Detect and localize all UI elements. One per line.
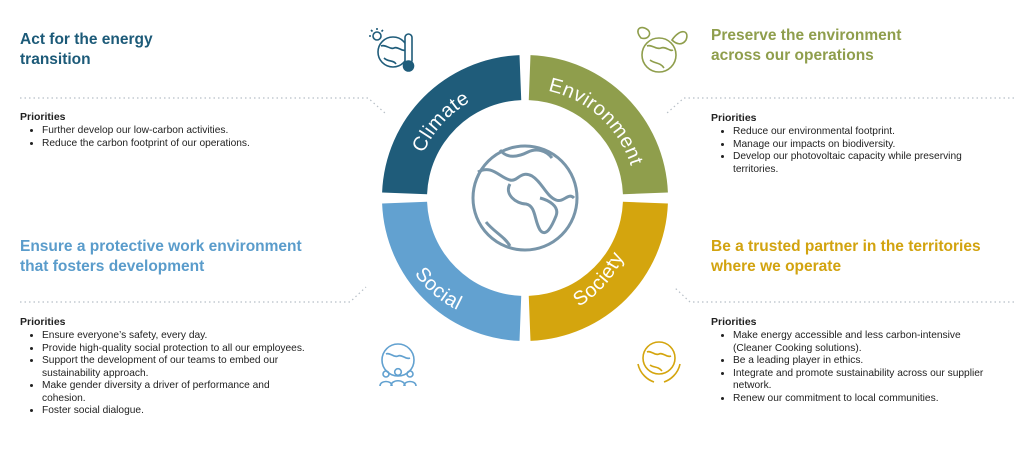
climate-title: Act for the energy transition — [20, 31, 153, 68]
priority-item: Renew our commitment to local communitie… — [733, 393, 1001, 406]
priority-item: Manage our impacts on biodiversity. — [733, 139, 978, 152]
priority-item: Integrate and promote sustainability acr… — [733, 368, 1001, 393]
priorities-heading: Priorities — [711, 112, 757, 124]
earth-leaves-icon — [637, 26, 688, 73]
priorities-heading: Priorities — [20, 111, 66, 123]
ring-segment-society[interactable] — [528, 201, 668, 341]
social-title: Ensure a protective work environment tha… — [20, 238, 302, 275]
priority-item: Be a leading player in ethics. — [733, 355, 1001, 368]
globe-thermometer-icon — [369, 28, 415, 72]
society-section: Be a trusted partner in the territories … — [711, 237, 1021, 277]
environment-title: Preserve the environment across our oper… — [711, 27, 902, 64]
priority-item: Make energy accessible and less carbon-i… — [733, 330, 1001, 355]
priority-item: Foster social dialogue. — [42, 405, 312, 418]
priorities-heading: Priorities — [20, 316, 66, 328]
connector-environment — [666, 97, 1014, 114]
globe-hands-icon — [637, 341, 681, 383]
priority-item: Develop our photovoltaic capacity while … — [733, 151, 978, 176]
priority-item: Reduce the carbon footprint of our opera… — [42, 138, 340, 151]
society-title: Be a trusted partner in the territories … — [711, 238, 981, 275]
connector-climate — [20, 97, 386, 114]
priority-item: Make gender diversity a driver of perfor… — [42, 380, 312, 405]
globe-people-icon — [379, 343, 417, 387]
connector-society — [673, 286, 1014, 303]
ring — [382, 55, 668, 341]
environment-priorities: Priorities Reduce our environmental foot… — [711, 112, 1011, 176]
priority-item: Reduce our environmental footprint. — [733, 126, 978, 139]
social-section: Ensure a protective work environment tha… — [20, 237, 350, 277]
priority-item: Support the development of our teams to … — [42, 355, 312, 380]
priority-item: Further develop our low-carbon activitie… — [42, 125, 340, 138]
social-priorities: Priorities Ensure everyone’s safety, eve… — [20, 316, 340, 418]
climate-priorities: Priorities Further develop our low-carbo… — [20, 111, 340, 150]
priorities-heading: Priorities — [711, 316, 757, 328]
environment-section: Preserve the environment across our oper… — [711, 26, 1011, 66]
ring-segment-climate[interactable] — [382, 55, 522, 195]
ring-segment-social[interactable] — [382, 201, 522, 341]
ring-segment-environment[interactable] — [528, 55, 668, 195]
climate-section: Act for the energy transition — [20, 30, 320, 70]
priority-item: Ensure everyone’s safety, every day. — [42, 330, 312, 343]
society-priorities: Priorities Make energy accessible and le… — [711, 316, 1011, 405]
globe-icon — [471, 144, 579, 252]
priority-item: Provide high-quality social protection t… — [42, 343, 312, 356]
connector-social — [20, 286, 367, 303]
